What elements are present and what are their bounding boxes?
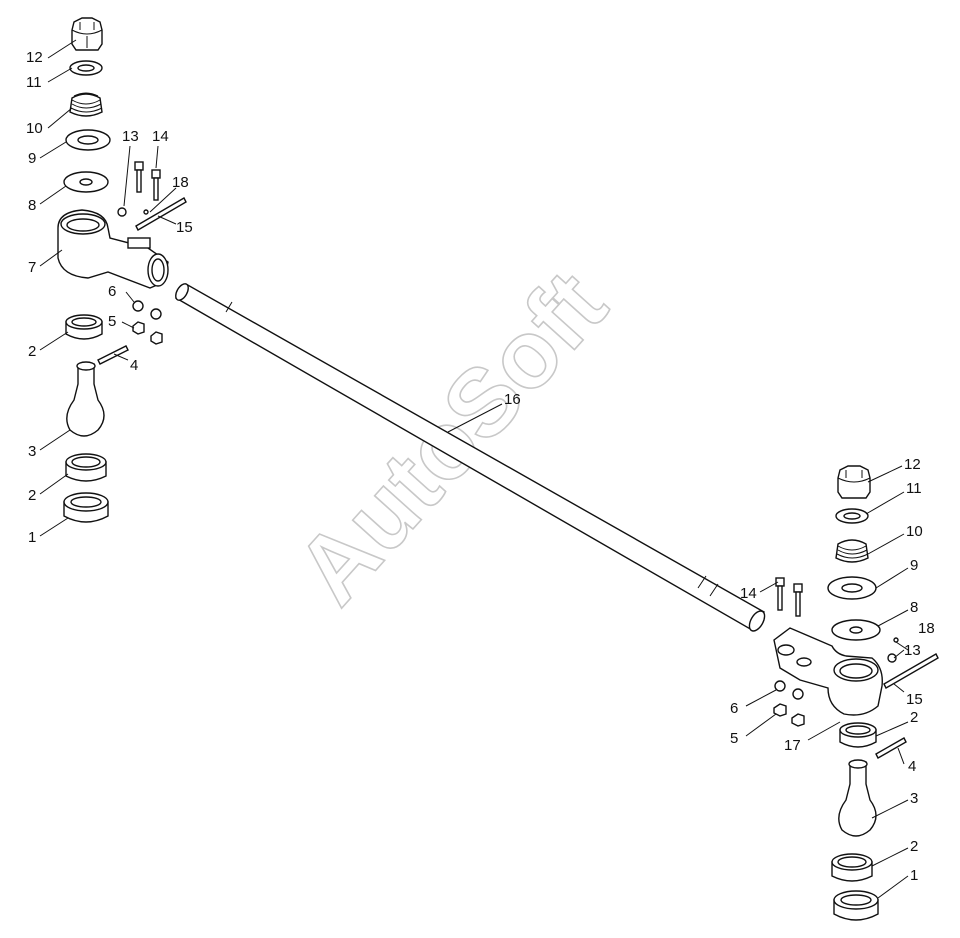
tie-rod-end-right [773, 627, 883, 716]
label-9-right: 9 [910, 557, 918, 574]
label-5-left: 5 [108, 313, 116, 330]
bushing-left-upper [65, 314, 103, 340]
cotter-pin-right-4 [875, 737, 907, 759]
left-assembly [57, 17, 187, 523]
washer-right-11 [835, 508, 869, 524]
ball-pin-left [66, 361, 105, 437]
label-18-left: 18 [172, 174, 189, 191]
tie-rod-tube [174, 283, 766, 632]
bushing-left-lower [65, 453, 107, 482]
label-8-left: 8 [28, 197, 36, 214]
label-17: 17 [784, 737, 801, 754]
label-1-left: 1 [28, 529, 36, 546]
label-1-right: 1 [910, 867, 918, 884]
label-10-right: 10 [906, 523, 923, 540]
label-14-right: 14 [740, 585, 757, 602]
washer-right-8 [831, 619, 881, 641]
label-2-left-lower: 2 [28, 487, 36, 504]
washer-left-8 [63, 171, 109, 193]
label-11-left: 11 [26, 74, 42, 91]
label-2-right-lower: 2 [910, 838, 918, 855]
label-10-left: 10 [26, 120, 43, 137]
label-11-right: 11 [906, 480, 922, 497]
label-16: 16 [504, 391, 521, 408]
bushing-right-upper [839, 722, 877, 748]
label-14-left: 14 [152, 128, 169, 145]
tie-rod-end-left [57, 209, 169, 289]
label-3-right: 3 [910, 790, 918, 807]
label-7: 7 [28, 259, 36, 276]
cap-right [833, 890, 879, 921]
label-6-left: 6 [108, 283, 116, 300]
cotter-pin-left-15 [135, 197, 187, 231]
bushing-right-lower [831, 853, 873, 882]
right-assembly [773, 465, 939, 921]
pin-right-18 [893, 637, 899, 643]
washer-left-11 [69, 60, 103, 76]
bolts-left [134, 161, 161, 201]
label-9-left: 9 [28, 150, 36, 167]
label-4-left: 4 [130, 357, 138, 374]
spring-left [69, 92, 103, 117]
nuts-left [132, 300, 163, 345]
label-15-left: 15 [176, 219, 193, 236]
castle-nut-right [837, 465, 871, 499]
label-2-left-upper: 2 [28, 343, 36, 360]
castle-nut-left [71, 17, 103, 51]
washer-right-9 [827, 576, 877, 600]
cotter-pin-right-15 [883, 653, 939, 689]
grease-fitting-left [117, 207, 127, 217]
label-4-right: 4 [908, 758, 916, 775]
washer-left-9 [65, 129, 111, 151]
cotter-pin-left-4 [97, 345, 129, 365]
cap-left [63, 492, 109, 523]
label-2-right-upper: 2 [910, 709, 918, 726]
nuts-right [773, 680, 805, 727]
label-8-right: 8 [910, 599, 918, 616]
label-18-right: 18 [918, 620, 935, 637]
label-15-right: 15 [906, 691, 923, 708]
label-13-left: 13 [122, 128, 139, 145]
label-3-left: 3 [28, 443, 36, 460]
leader-lines [39, 39, 909, 899]
pin-left-18 [143, 209, 149, 215]
label-5-right: 5 [730, 730, 738, 747]
label-6-right: 6 [730, 700, 738, 717]
callout-labels: 12 11 10 9 8 7 6 5 2 4 3 2 1 13 14 18 15… [26, 49, 935, 884]
label-13-right: 13 [904, 642, 921, 659]
label-12-right: 12 [904, 456, 921, 473]
bolts-right [775, 577, 803, 617]
grease-fitting-right [887, 653, 897, 663]
ball-pin-right [838, 759, 877, 837]
spring-right [835, 539, 869, 563]
label-12-left: 12 [26, 49, 43, 66]
